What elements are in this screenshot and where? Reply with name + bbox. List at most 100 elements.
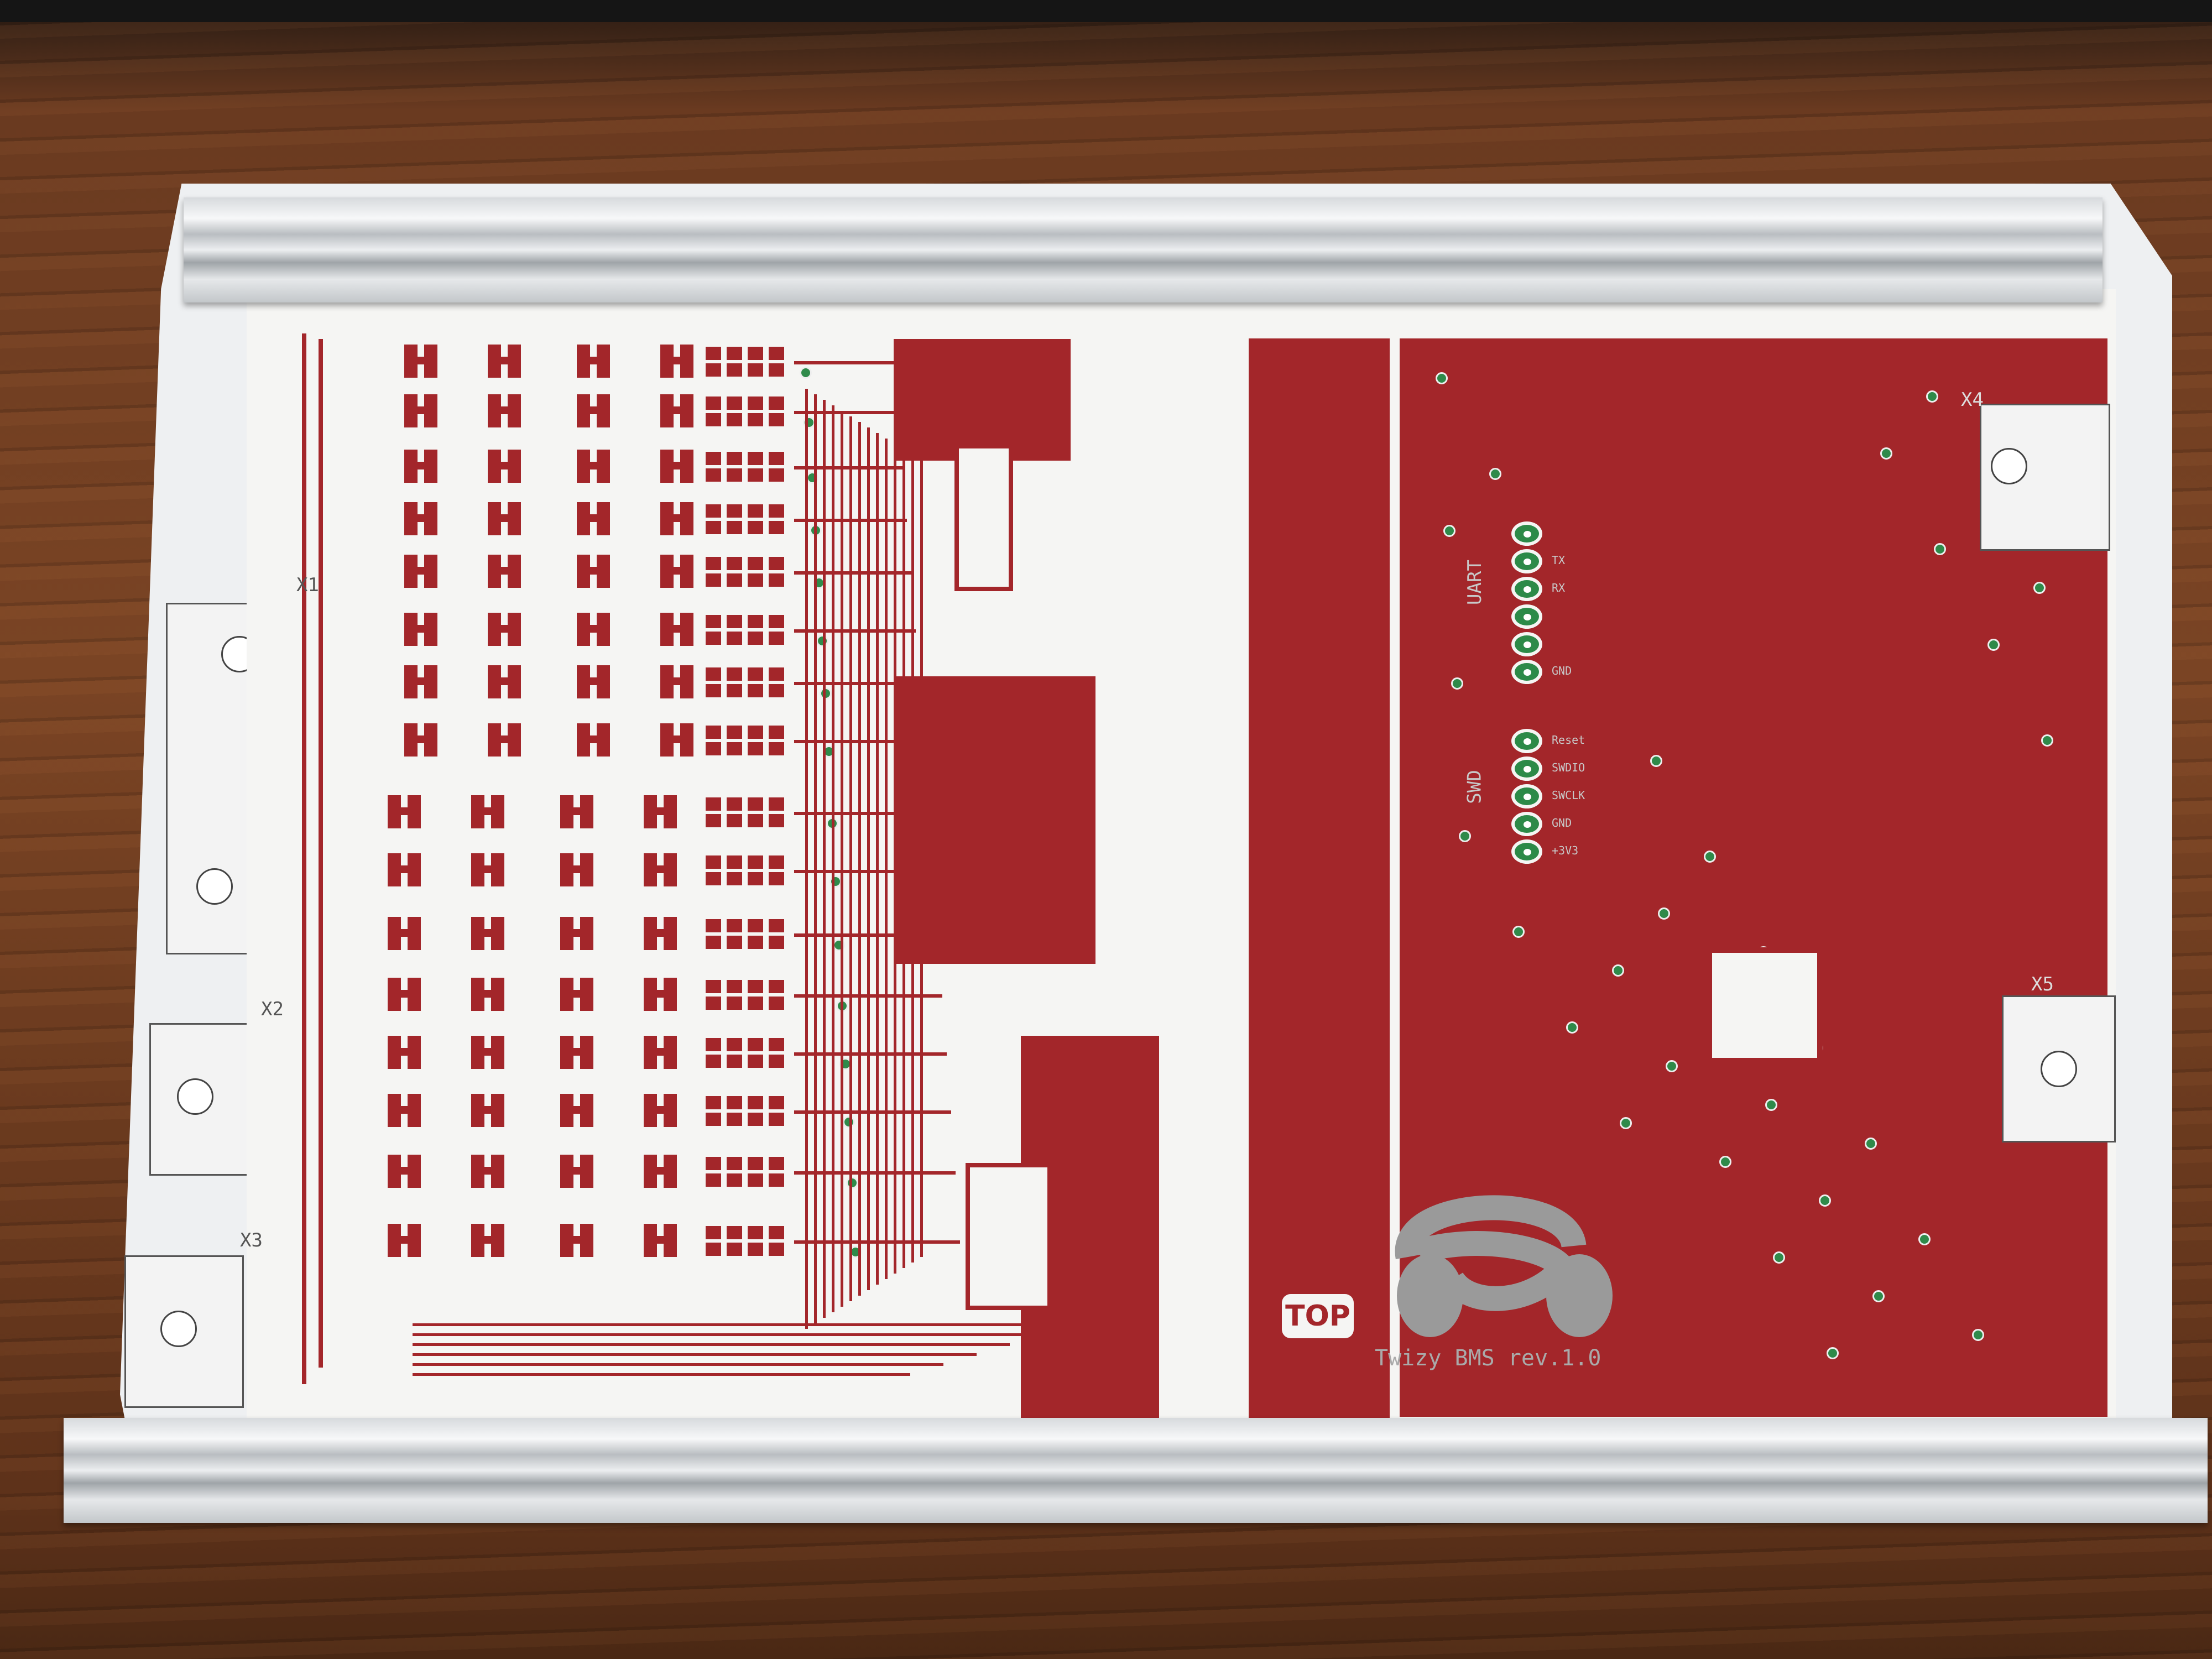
via: [1987, 639, 2000, 651]
balancing-resistor-pad: [577, 406, 610, 414]
balancing-resistor-pad: [560, 990, 593, 998]
smd-pad: [769, 573, 784, 587]
via: [1666, 1060, 1678, 1072]
smd-pad: [727, 814, 742, 827]
smd-pad: [727, 742, 742, 755]
via: [1918, 1233, 1931, 1245]
smd-pad: [727, 347, 742, 360]
smd-pad: [706, 573, 721, 587]
mount-hole: [2041, 1051, 2077, 1087]
uart-pin-gnd: GND: [1552, 664, 1572, 677]
smd-pad: [727, 1157, 742, 1170]
header-pin: [1511, 604, 1542, 629]
balancing-resistor-pad: [660, 625, 693, 633]
smd-pad: [748, 504, 763, 518]
bus-trace: [894, 444, 896, 1274]
connector-label-x5: X5: [2031, 973, 2054, 995]
balancing-resistor-pad: [488, 735, 521, 743]
smd-pad: [706, 1038, 721, 1051]
bus-trace: [814, 394, 817, 1323]
smd-pad: [727, 667, 742, 681]
balancing-resistor-pad: [560, 865, 593, 873]
smd-pad: [748, 1173, 763, 1187]
smd-pad: [769, 980, 784, 993]
smd-pad: [769, 632, 784, 645]
balancing-resistor-pad: [644, 1106, 677, 1114]
balancing-resistor-pad: [560, 1048, 593, 1056]
balancing-resistor-pad: [577, 462, 610, 469]
bus-trace: [413, 1363, 943, 1366]
smd-pad: [748, 936, 763, 949]
swd-pin-gnd: GND: [1552, 816, 1572, 830]
balancing-resistor-pad: [471, 990, 504, 998]
header-pin: [1511, 660, 1542, 684]
smd-pad: [706, 397, 721, 410]
via: [820, 687, 832, 700]
signal-trace: [794, 629, 916, 633]
smd-pad: [748, 452, 763, 465]
balancing-resistor-pad: [560, 1236, 593, 1244]
smd-pad: [727, 363, 742, 377]
balancing-resistor-pad: [644, 1048, 677, 1056]
via: [1658, 907, 1670, 920]
smd-pad: [727, 397, 742, 410]
via: [2041, 734, 2053, 747]
ground-pour-top: [894, 339, 1071, 461]
smd-pad: [748, 667, 763, 681]
logo-arc: [1395, 1195, 1587, 1259]
smd-pad: [769, 814, 784, 827]
balancing-resistor-pad: [388, 1106, 421, 1114]
smd-pad: [706, 1173, 721, 1187]
smd-pad: [748, 1157, 763, 1170]
signal-trace: [794, 812, 929, 815]
bus-trace: [841, 411, 843, 1307]
balancing-resistor-pad: [388, 929, 421, 937]
smd-pad: [727, 452, 742, 465]
signal-trace: [794, 1171, 956, 1175]
smd-pad: [727, 1038, 742, 1051]
balancing-resistor-pad: [471, 929, 504, 937]
header-pin: [1511, 812, 1542, 836]
header-pin: [1511, 549, 1542, 573]
swd-pin-swclk: SWCLK: [1552, 789, 1585, 802]
smd-pad: [727, 1055, 742, 1068]
smd-pad: [706, 797, 721, 811]
via: [843, 1116, 855, 1128]
signal-trace: [794, 411, 898, 414]
smd-pad: [706, 980, 721, 993]
dark-edge: [0, 0, 2212, 22]
header-pin: [1511, 577, 1542, 601]
balancing-resistor-pad: [471, 1236, 504, 1244]
balancing-resistor-pad: [388, 865, 421, 873]
smd-pad: [748, 363, 763, 377]
connector-label-x2: X2: [261, 998, 284, 1020]
bus-trace: [413, 1353, 977, 1356]
signal-trace: [794, 1110, 951, 1114]
signal-trace: [794, 870, 933, 873]
balancing-resistor-pad: [560, 929, 593, 937]
twizy-logo: [1395, 1195, 1613, 1337]
smd-pad: [748, 872, 763, 885]
smd-pad: [769, 1243, 784, 1256]
smd-pad: [727, 872, 742, 885]
smd-pad: [727, 1243, 742, 1256]
smd-pad: [706, 1157, 721, 1170]
smd-pad: [706, 557, 721, 570]
balancing-resistor-pad: [660, 735, 693, 743]
smd-pad: [706, 521, 721, 534]
smd-pad: [727, 726, 742, 739]
logo-wheel-right: [1546, 1254, 1613, 1337]
smd-pad: [727, 1113, 742, 1126]
via: [1827, 1347, 1839, 1359]
smd-pad: [769, 363, 784, 377]
header-pin: [1511, 757, 1542, 781]
smd-pad: [769, 452, 784, 465]
smd-pad: [727, 413, 742, 426]
bus-trace: [849, 416, 852, 1301]
smd-pad: [748, 468, 763, 482]
enclosure-rail-bottom: [64, 1418, 2208, 1523]
smd-pad: [748, 814, 763, 827]
via: [1934, 543, 1946, 555]
balancing-resistor-pad: [388, 1167, 421, 1175]
uart-pin-rx: RX: [1552, 581, 1566, 594]
